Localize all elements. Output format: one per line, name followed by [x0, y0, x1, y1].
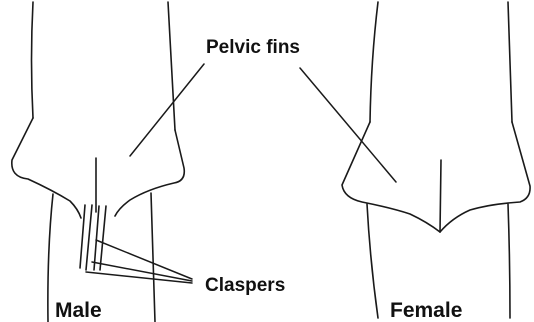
- pelvic-fins-leader-female: [300, 68, 396, 182]
- female-label: Female: [390, 300, 462, 321]
- female-tail-right-edge: [508, 204, 510, 318]
- male-body-left-edge: [32, 2, 34, 118]
- female-cloaca-line: [440, 160, 441, 232]
- female-specimen: [342, 2, 530, 318]
- pelvic-fins-label: Pelvic fins: [206, 38, 300, 57]
- male-right-pelvic-fin: [115, 130, 184, 216]
- female-body-left-edge: [370, 2, 378, 122]
- male-clasper-left: [80, 205, 92, 270]
- female-right-pelvic-fin: [440, 122, 530, 232]
- male-left-pelvic-fin: [12, 118, 81, 218]
- male-body-right-edge: [168, 2, 175, 130]
- claspers-leader-upper: [96, 240, 192, 279]
- male-label: Male: [55, 300, 102, 321]
- male-tail-left-edge: [48, 194, 53, 322]
- female-body-right-edge: [508, 2, 512, 122]
- claspers-label: Claspers: [205, 276, 285, 295]
- pelvic-fins-leader-male: [130, 64, 204, 156]
- pelvic-fins-leaders: [130, 64, 396, 182]
- male-tail-right-edge: [151, 193, 155, 322]
- female-tail-left-edge: [367, 204, 378, 318]
- male-clasper-right: [94, 158, 106, 270]
